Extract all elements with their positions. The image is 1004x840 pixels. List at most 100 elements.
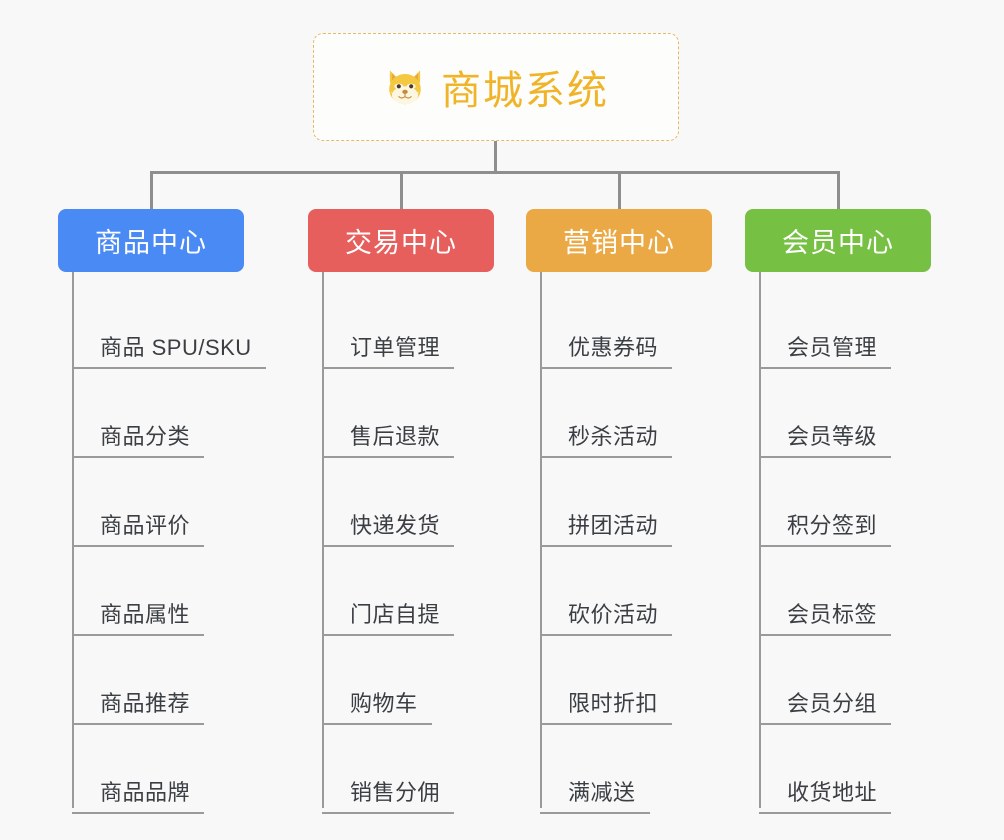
leaf-underline	[540, 812, 650, 814]
leaf-underline	[759, 723, 891, 725]
connector-root-stem	[494, 141, 497, 174]
leaf-label: 积分签到	[787, 513, 878, 538]
leaf-underline	[759, 634, 891, 636]
leaf-label: 商品品牌	[100, 780, 191, 805]
leaf-underline	[322, 723, 432, 725]
leaf-list-marketing: 优惠券码 秒杀活动 拼团活动 砍价活动 限时折扣 满减送	[526, 272, 712, 814]
leaf-item[interactable]: 收货地址	[745, 725, 931, 814]
leaf-underline	[72, 545, 204, 547]
leaf-item[interactable]: 优惠券码	[526, 280, 712, 369]
leaf-item[interactable]: 商品属性	[58, 547, 266, 636]
leaf-item[interactable]: 砍价活动	[526, 547, 712, 636]
branch-head-label: 商品中心	[95, 228, 207, 258]
connector-drop-branch-2	[400, 171, 403, 211]
leaf-label: 门店自提	[350, 602, 441, 627]
leaf-item[interactable]: 限时折扣	[526, 636, 712, 725]
leaf-item[interactable]: 商品推荐	[58, 636, 266, 725]
leaf-list-member: 会员管理 会员等级 积分签到 会员标签 会员分组 收货地址	[745, 272, 931, 814]
leaf-label: 砍价活动	[568, 602, 659, 627]
connector-drop-branch-1	[150, 171, 153, 211]
leaf-underline	[322, 456, 454, 458]
root-node[interactable]: 商城系统	[313, 33, 679, 141]
leaf-underline	[759, 812, 891, 814]
leaf-item[interactable]: 秒杀活动	[526, 369, 712, 458]
leaf-label: 拼团活动	[568, 513, 659, 538]
leaf-trunk	[72, 272, 74, 808]
branch-head-label: 交易中心	[345, 228, 457, 258]
leaf-item[interactable]: 门店自提	[308, 547, 494, 636]
branch-head-label: 会员中心	[782, 228, 894, 258]
leaf-item[interactable]: 满减送	[526, 725, 712, 814]
leaf-item[interactable]: 会员标签	[745, 547, 931, 636]
leaf-item[interactable]: 商品评价	[58, 458, 266, 547]
leaf-underline	[72, 456, 204, 458]
leaf-underline	[540, 545, 672, 547]
branch-column-marketing: 营销中心 优惠券码 秒杀活动 拼团活动 砍价活动 限时折扣	[526, 209, 712, 814]
connector-drop-branch-3	[618, 171, 621, 211]
leaf-label: 商品属性	[100, 602, 191, 627]
leaf-underline	[540, 634, 672, 636]
leaf-label: 满减送	[568, 780, 636, 805]
leaf-underline	[759, 367, 891, 369]
branch-head-label: 营销中心	[563, 228, 675, 258]
leaf-label: 商品推荐	[100, 691, 191, 716]
leaf-item[interactable]: 会员等级	[745, 369, 931, 458]
leaf-label: 会员分组	[787, 691, 878, 716]
leaf-trunk	[759, 272, 761, 808]
leaf-underline	[322, 545, 454, 547]
connector-drop-branch-4	[837, 171, 840, 211]
leaf-item[interactable]: 售后退款	[308, 369, 494, 458]
leaf-label: 会员标签	[787, 602, 878, 627]
leaf-underline	[540, 456, 672, 458]
leaf-underline	[322, 367, 454, 369]
leaf-label: 商品评价	[100, 513, 191, 538]
leaf-item[interactable]: 订单管理	[308, 280, 494, 369]
leaf-underline	[72, 723, 204, 725]
branch-column-member: 会员中心 会员管理 会员等级 积分签到 会员标签 会员分组	[745, 209, 931, 814]
leaf-item[interactable]: 拼团活动	[526, 458, 712, 547]
leaf-underline	[72, 634, 204, 636]
leaf-item[interactable]: 会员分组	[745, 636, 931, 725]
branch-column-trade: 交易中心 订单管理 售后退款 快递发货 门店自提 购物车	[308, 209, 494, 814]
leaf-label: 商品分类	[100, 424, 191, 449]
branch-column-product: 商品中心 商品 SPU/SKU 商品分类 商品评价 商品属性 商品推荐	[58, 209, 266, 814]
leaf-trunk	[540, 272, 542, 808]
leaf-underline	[72, 812, 204, 814]
leaf-item[interactable]: 销售分佣	[308, 725, 494, 814]
leaf-item[interactable]: 商品品牌	[58, 725, 266, 814]
leaf-label: 购物车	[350, 691, 418, 716]
leaf-item[interactable]: 商品 SPU/SKU	[58, 280, 266, 369]
root-title: 商城系统	[441, 69, 609, 113]
leaf-label: 销售分佣	[350, 780, 441, 805]
leaf-underline	[540, 367, 672, 369]
leaf-label: 收货地址	[787, 780, 878, 805]
leaf-item[interactable]: 会员管理	[745, 280, 931, 369]
leaf-label: 商品 SPU/SKU	[100, 335, 252, 360]
leaf-label: 秒杀活动	[568, 424, 659, 449]
leaf-label: 会员等级	[787, 424, 878, 449]
leaf-label: 优惠券码	[568, 335, 659, 360]
branch-head-member[interactable]: 会员中心	[745, 209, 931, 272]
leaf-label: 订单管理	[350, 335, 441, 360]
leaf-label: 限时折扣	[568, 691, 659, 716]
leaf-underline	[322, 634, 454, 636]
leaf-label: 会员管理	[787, 335, 878, 360]
leaf-list-trade: 订单管理 售后退款 快递发货 门店自提 购物车 销售分佣	[308, 272, 494, 814]
leaf-underline	[759, 456, 891, 458]
branch-head-marketing[interactable]: 营销中心	[526, 209, 712, 272]
branch-head-trade[interactable]: 交易中心	[308, 209, 494, 272]
leaf-label: 快递发货	[350, 513, 441, 538]
branch-head-product[interactable]: 商品中心	[58, 209, 244, 272]
leaf-list-product: 商品 SPU/SKU 商品分类 商品评价 商品属性 商品推荐 商品品牌	[58, 272, 266, 814]
leaf-underline	[540, 723, 672, 725]
leaf-underline	[322, 812, 454, 814]
leaf-item[interactable]: 积分签到	[745, 458, 931, 547]
leaf-trunk	[322, 272, 324, 808]
leaf-item[interactable]: 快递发货	[308, 458, 494, 547]
shiba-dog-emoji	[383, 65, 427, 109]
leaf-item[interactable]: 购物车	[308, 636, 494, 725]
leaf-item[interactable]: 商品分类	[58, 369, 266, 458]
leaf-label: 售后退款	[350, 424, 441, 449]
connector-horizontal-bus	[150, 171, 840, 174]
